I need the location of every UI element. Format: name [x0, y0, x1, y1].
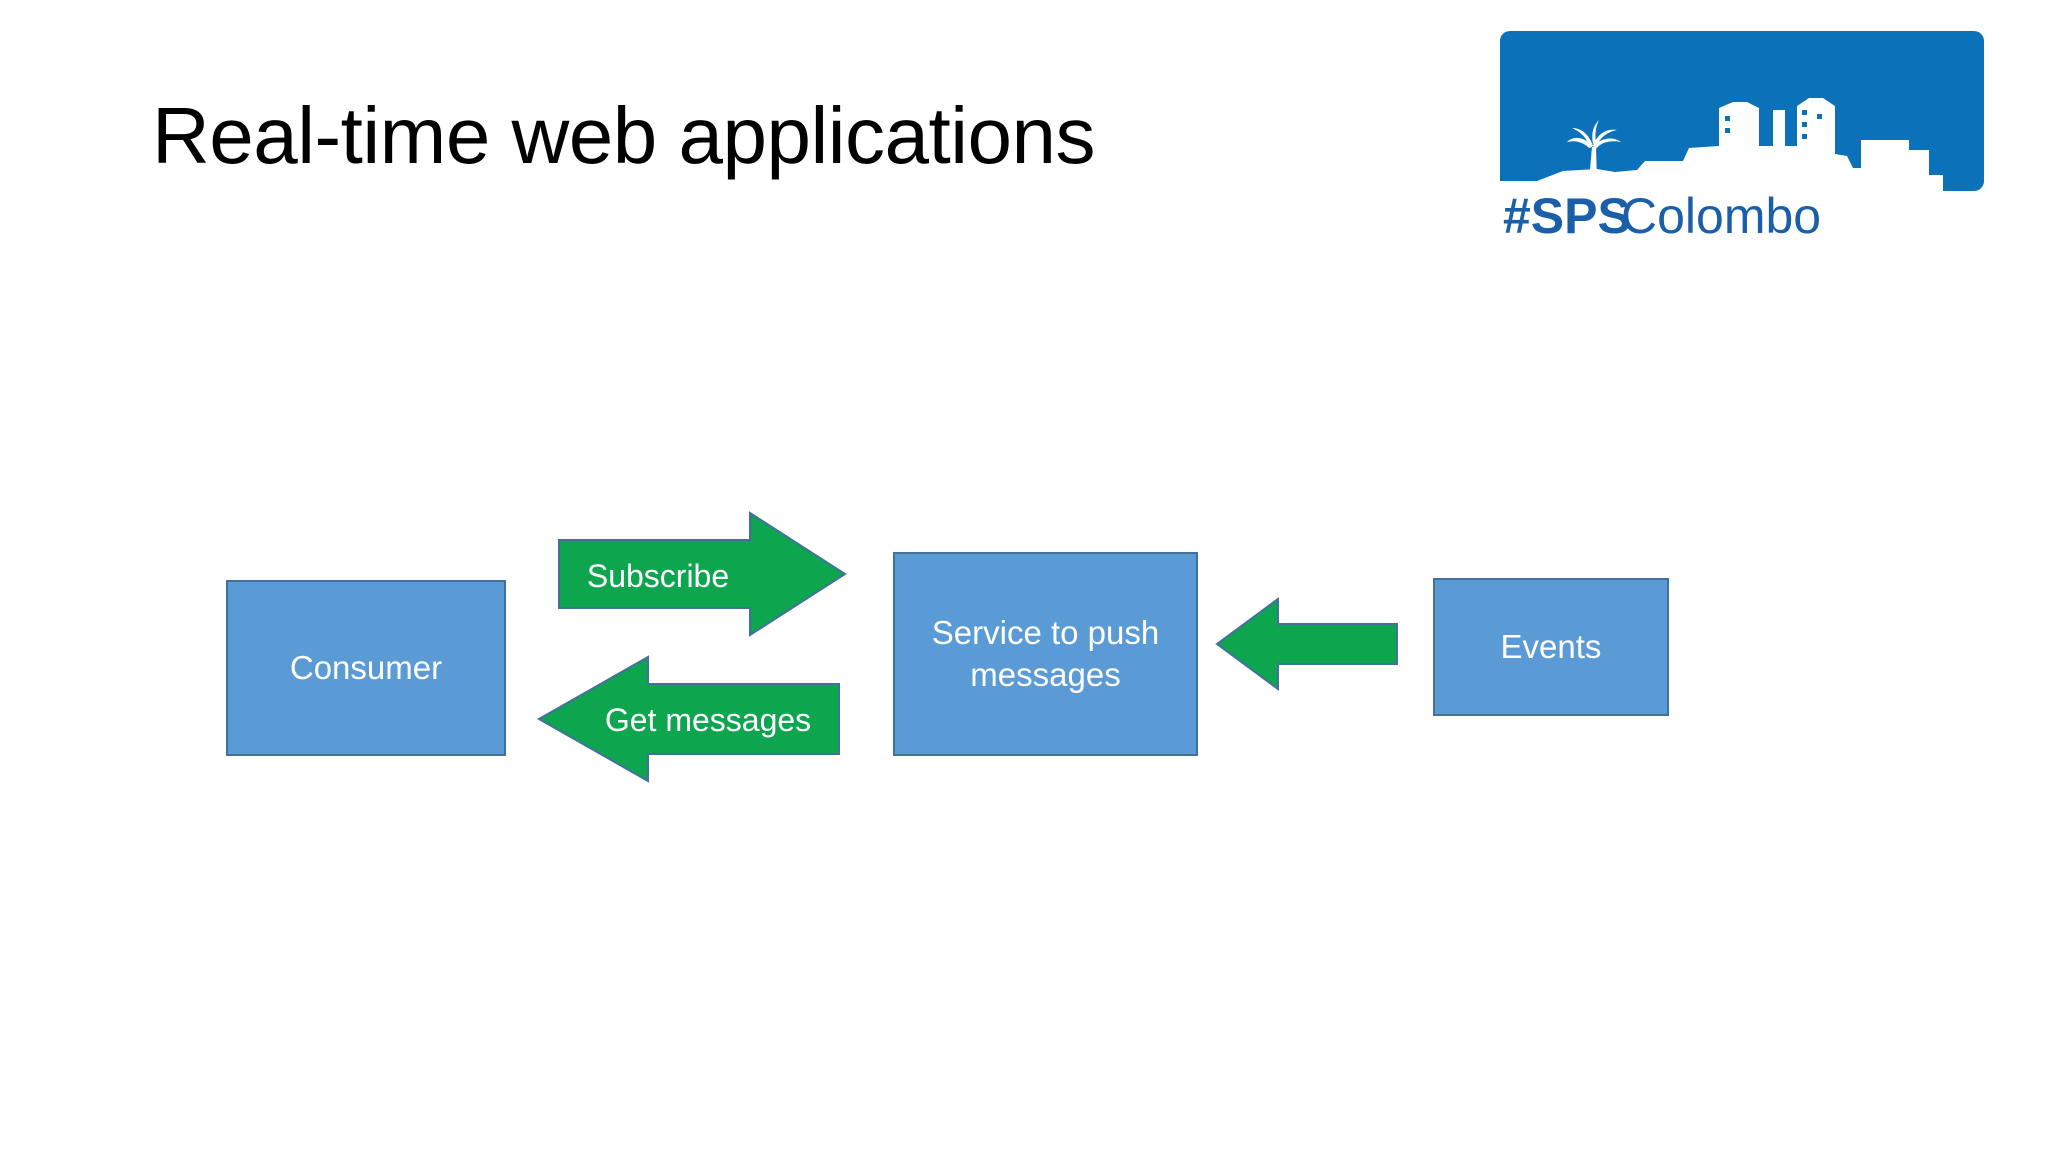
node-events-label: Events — [1500, 627, 1602, 665]
arrow-events-feed[interactable] — [1215, 597, 1398, 691]
arrow-get-messages[interactable]: Get messages — [536, 655, 840, 783]
node-service-label-line2: messages — [970, 656, 1121, 693]
arrow-left-icon — [1215, 597, 1398, 691]
arrow-right-icon — [558, 511, 847, 637]
logo-word-text: Colombo — [1621, 188, 1821, 243]
arrow-subscribe[interactable]: Subscribe — [558, 511, 847, 637]
page-title: Real-time web applications — [152, 91, 1096, 180]
node-service-label-line1: Service to push — [931, 613, 1160, 651]
node-service-label: Service to push messages — [932, 612, 1159, 696]
node-events[interactable]: Events — [1433, 578, 1669, 716]
arrow-left-icon — [536, 655, 840, 783]
node-service[interactable]: Service to push messages — [893, 552, 1198, 756]
sps-colombo-logo: #SPS Colombo — [1497, 28, 1987, 243]
node-consumer[interactable]: Consumer — [226, 580, 506, 756]
node-consumer-label: Consumer — [289, 648, 443, 686]
logo-hash-text: #SPS — [1503, 188, 1631, 243]
